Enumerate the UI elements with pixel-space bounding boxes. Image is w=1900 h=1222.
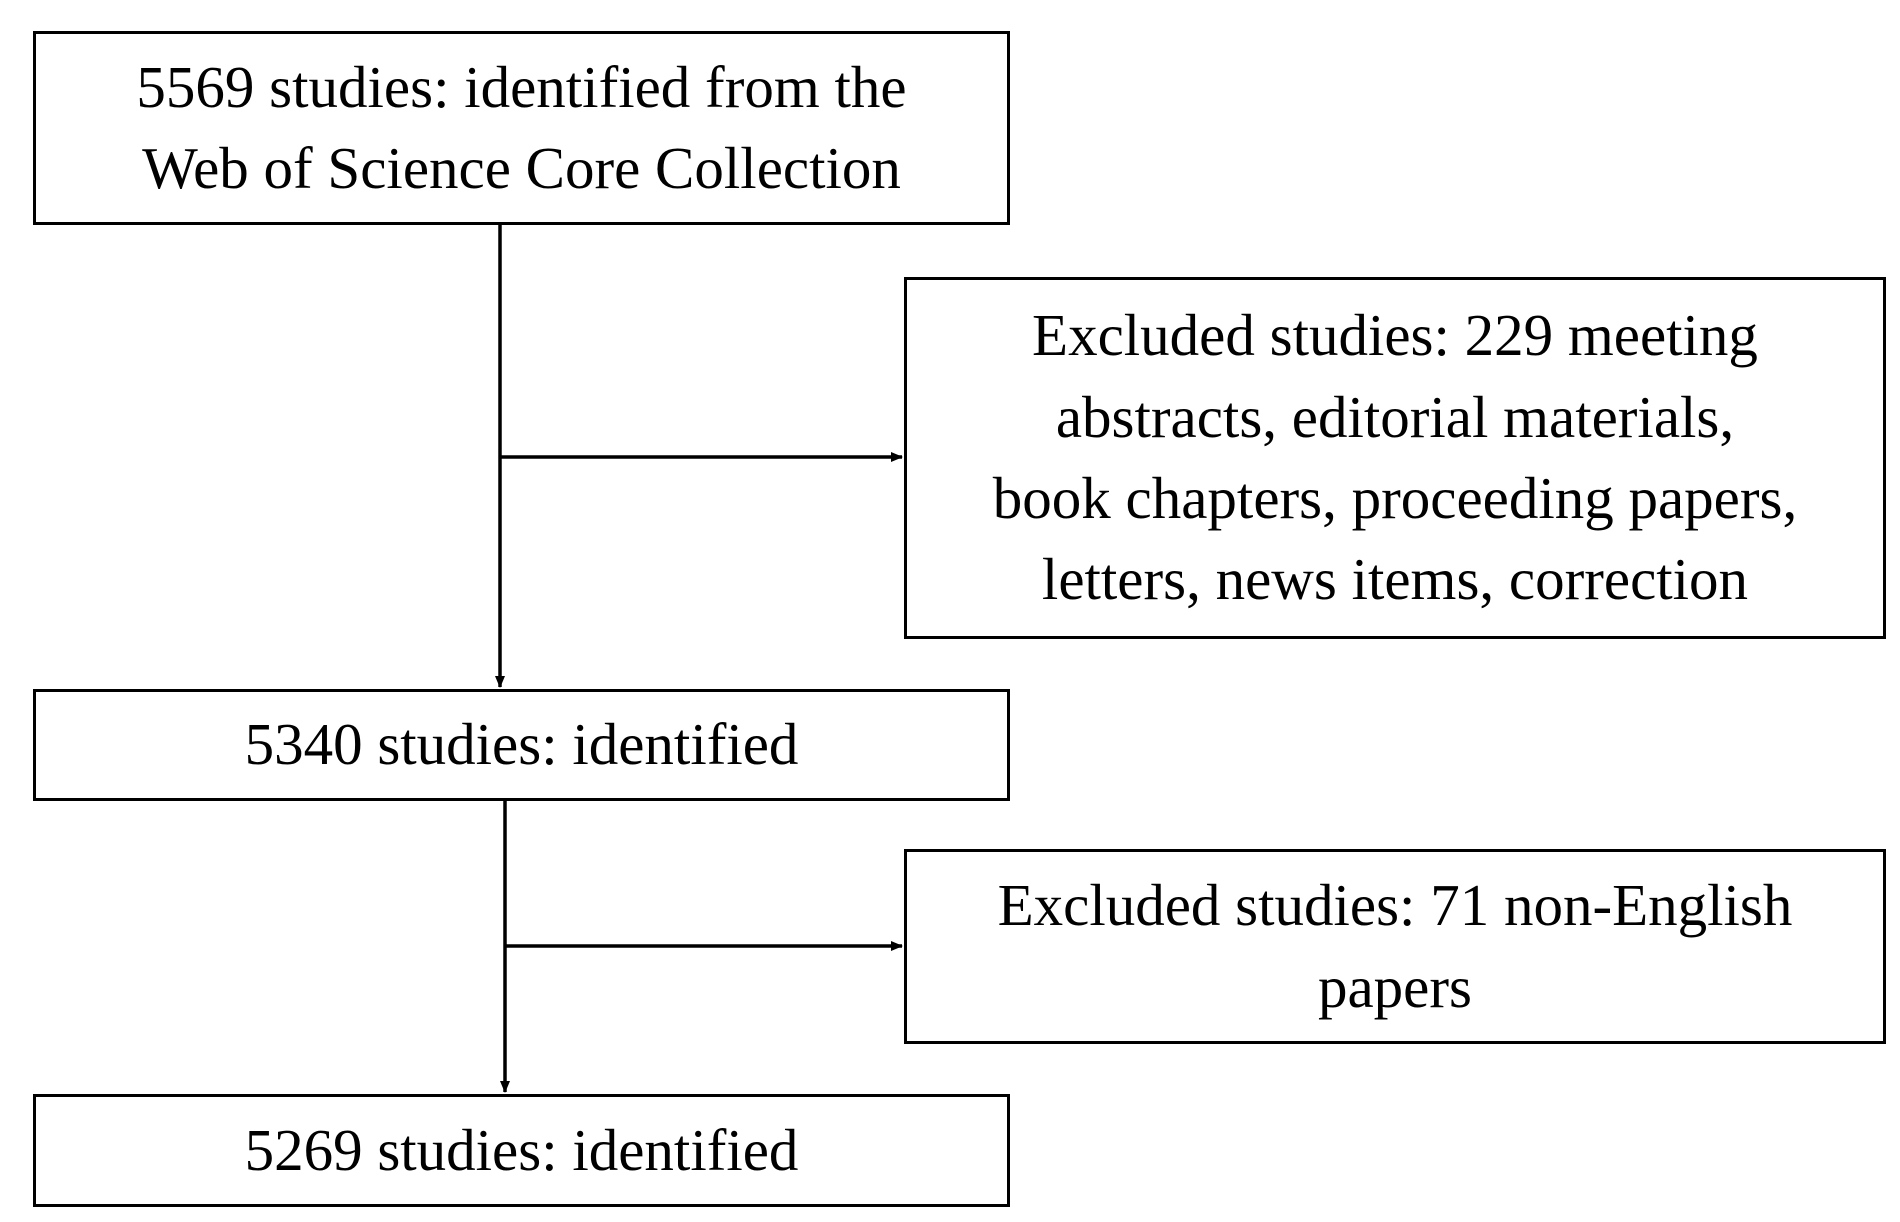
source-box-line: 5569 studies: identified from the xyxy=(136,53,907,120)
step-2-box-text: 5340 studies: identified xyxy=(245,704,799,785)
step-2-box-line: 5340 studies: identified xyxy=(244,711,799,778)
final-box-text: 5269 studies: identified xyxy=(245,1110,799,1191)
source-box-text: 5569 studies: identified from the Web of… xyxy=(136,47,906,210)
exclusion-box-2-line: Excluded studies: 71 non-English xyxy=(997,872,1793,939)
exclusion-box-1: Excluded studies: 229 meeting abstracts,… xyxy=(904,277,1886,639)
exclusion-box-1-line: book chapters, proceeding papers, xyxy=(992,465,1798,531)
exclusion-box-1-line: abstracts, editorial materials, xyxy=(1055,383,1735,450)
exclusion-box-1-line: Excluded studies: 229 meeting xyxy=(1032,302,1758,369)
exclusion-box-2-line: papers xyxy=(1318,953,1472,1020)
exclusion-box-1-text: Excluded studies: 229 meeting abstracts,… xyxy=(993,295,1797,621)
exclusion-box-2: Excluded studies: 71 non-English papers xyxy=(904,849,1886,1044)
exclusion-box-2-text: Excluded studies: 71 non-English papers xyxy=(998,865,1793,1028)
source-box: 5569 studies: identified from the Web of… xyxy=(33,31,1010,225)
step-2-box: 5340 studies: identified xyxy=(33,689,1010,801)
source-box-line: Web of Science Core Collection xyxy=(142,135,901,201)
final-box: 5269 studies: identified xyxy=(33,1094,1010,1207)
exclusion-box-1-line: letters, news items, correction xyxy=(1041,546,1749,613)
final-box-line: 5269 studies: identified xyxy=(244,1116,799,1183)
